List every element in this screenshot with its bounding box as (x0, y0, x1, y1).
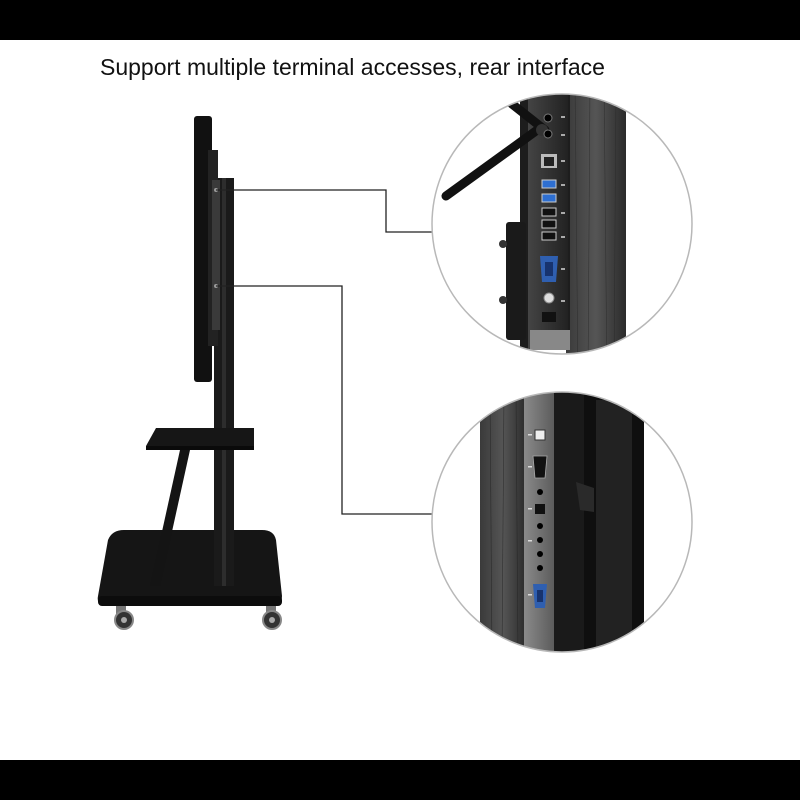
top-black-bar (0, 0, 800, 40)
zoom-circle-side-ports (431, 391, 693, 653)
tv-stand-side-view (97, 116, 282, 630)
bottom-black-bar (0, 760, 800, 800)
caption-text: Support multiple terminal accesses, rear… (100, 54, 605, 80)
zoom-circle-pc-module (431, 93, 693, 355)
caster-wheel-right (262, 606, 282, 630)
callout-lines (216, 189, 432, 515)
caster-wheel-left (114, 606, 134, 630)
